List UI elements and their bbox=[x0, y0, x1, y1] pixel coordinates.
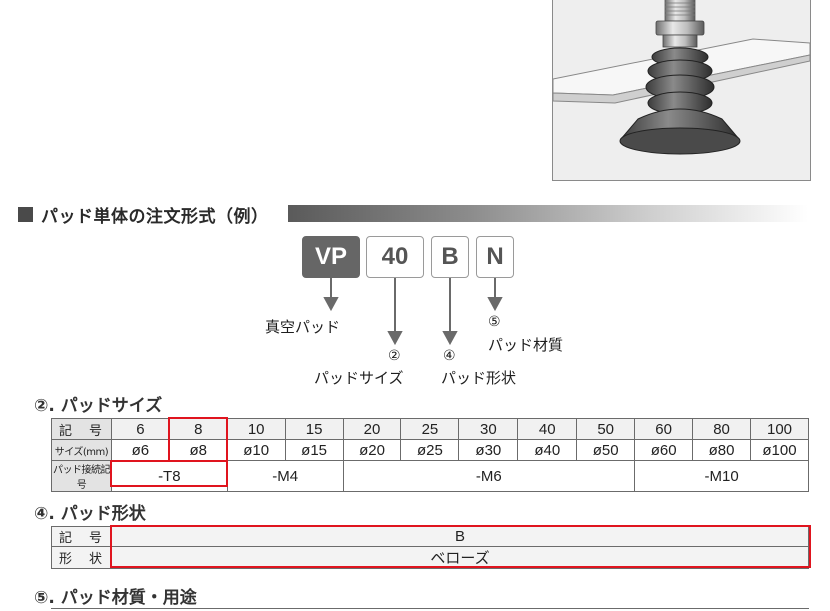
connection-cell: -M4 bbox=[226, 460, 344, 492]
pad-size-heading: ②. パッドサイズ bbox=[34, 396, 163, 416]
size-mm-cell: ø6 bbox=[110, 439, 170, 461]
pad-material-heading: ⑤. パッド材質・用途 bbox=[34, 588, 197, 608]
material-table-top-edge bbox=[51, 608, 809, 611]
size-code-cell: 10 bbox=[226, 418, 286, 440]
size-code-cell: 60 bbox=[634, 418, 694, 440]
row-header-connection: パッド接続記号 bbox=[51, 460, 112, 492]
size-code-cell: 100 bbox=[750, 418, 809, 440]
size-mm-cell: ø8 bbox=[168, 439, 228, 461]
pad-size-table: 記 号 6 8 10 15 20 25 30 40 50 60 80 100 サ… bbox=[51, 418, 809, 492]
size-code-cell: 30 bbox=[458, 418, 519, 440]
connection-cell: -M10 bbox=[634, 460, 809, 492]
shape-code-cell: B bbox=[111, 526, 809, 547]
shape-name-row: 形 状 ベローズ bbox=[51, 546, 809, 569]
connection-cell: -M6 bbox=[342, 460, 636, 492]
size-code-cell: 20 bbox=[342, 418, 402, 440]
size-mm-cell: ø25 bbox=[400, 439, 460, 461]
section-title: パッド単体の注文形式（例） bbox=[41, 206, 269, 227]
row-header-code: 記 号 bbox=[51, 526, 112, 547]
row-header-shape: 形 状 bbox=[51, 546, 112, 569]
connection-cell: -T8 bbox=[110, 460, 228, 492]
shape-name-cell: ベローズ bbox=[111, 546, 809, 569]
row-header-code: 記 号 bbox=[51, 418, 112, 440]
label-vacuum-pad: 真空パッド bbox=[265, 318, 341, 336]
connection-row: パッド接続記号 -T8 -M4 -M6 -M10 bbox=[51, 460, 809, 492]
size-mm-cell: ø100 bbox=[750, 439, 809, 461]
code-box-vp: VP bbox=[302, 236, 360, 278]
vacuum-pad-illustration bbox=[552, 0, 811, 181]
size-mm-cell: ø30 bbox=[458, 439, 519, 461]
size-code-cell: 40 bbox=[517, 418, 578, 440]
size-mm-cell: ø60 bbox=[634, 439, 694, 461]
size-code-cell: 6 bbox=[110, 418, 170, 440]
pad-shape-heading: ④. パッド形状 bbox=[34, 504, 146, 524]
label-material: パッド材質 bbox=[488, 336, 564, 354]
code-box-shape: B bbox=[431, 236, 469, 278]
label-material-number: ⑤ bbox=[488, 314, 501, 330]
header-square-icon bbox=[18, 206, 33, 222]
label-shape: パッド形状 bbox=[441, 369, 517, 387]
order-format-header: パッド単体の注文形式（例） bbox=[18, 203, 269, 227]
pad-shape-table: 記 号 B 形 状 ベローズ bbox=[51, 526, 809, 569]
order-code-arrows bbox=[323, 278, 503, 346]
size-code-row: 記 号 6 8 10 15 20 25 30 40 50 60 80 100 bbox=[51, 418, 809, 440]
size-mm-cell: ø10 bbox=[226, 439, 286, 461]
size-mm-cell: ø20 bbox=[342, 439, 402, 461]
bellows-pad-drawing bbox=[553, 0, 810, 155]
size-code-cell: 8 bbox=[168, 418, 228, 440]
label-size-number: ② bbox=[388, 348, 401, 364]
code-box-size: 40 bbox=[366, 236, 424, 278]
size-mm-cell: ø15 bbox=[284, 439, 344, 461]
row-header-size: サイズ(mm) bbox=[51, 439, 112, 461]
size-code-cell: 80 bbox=[692, 418, 751, 440]
size-mm-cell: ø50 bbox=[576, 439, 636, 461]
size-mm-cell: ø40 bbox=[517, 439, 578, 461]
size-code-cell: 15 bbox=[284, 418, 344, 440]
size-code-cell: 50 bbox=[576, 418, 636, 440]
label-size: パッドサイズ bbox=[314, 369, 404, 387]
code-box-material: N bbox=[476, 236, 514, 278]
size-mm-row: サイズ(mm) ø6 ø8 ø10 ø15 ø20 ø25 ø30 ø40 ø5… bbox=[51, 439, 809, 461]
shape-code-row: 記 号 B bbox=[51, 526, 809, 547]
size-code-cell: 25 bbox=[400, 418, 460, 440]
label-shape-number: ④ bbox=[443, 348, 456, 364]
size-mm-cell: ø80 bbox=[692, 439, 751, 461]
header-gradient-bar bbox=[288, 205, 808, 222]
